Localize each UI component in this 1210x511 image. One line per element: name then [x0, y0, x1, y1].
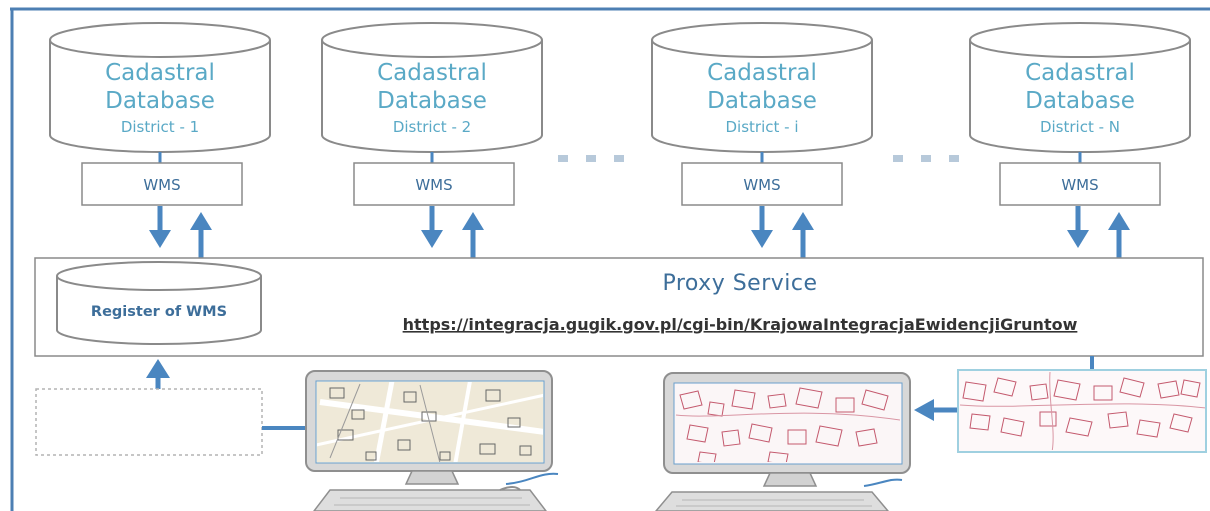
proxy-service-title: Proxy Service	[662, 271, 817, 296]
database-title-line2: Database	[105, 88, 215, 114]
computer-right	[655, 372, 911, 511]
proxy-service-url[interactable]: https://integracja.gugik.gov.pl/cgi-bin/…	[403, 315, 1078, 334]
arrow-up-icon	[1108, 212, 1130, 258]
wms-box	[353, 162, 515, 206]
database-column-1: Cadastral Database District - 1 WMS	[49, 22, 271, 258]
database-title-line2: Database	[377, 88, 487, 114]
database-title-line1: Cadastral	[377, 60, 487, 86]
map-parcels-icon	[675, 384, 900, 462]
wms-label: WMS	[415, 176, 452, 194]
map-parcels-icon	[317, 382, 543, 462]
dashed-placeholder-box	[35, 388, 263, 456]
cable-line	[863, 478, 903, 487]
wms-box	[81, 162, 243, 206]
database-column-2: Cadastral Database District - 2 WMS	[321, 22, 543, 258]
arrow-down-icon	[421, 206, 443, 248]
mouse-icon	[499, 486, 521, 491]
ellipsis-dots	[893, 155, 959, 162]
monitor-icon	[663, 372, 911, 474]
register-of-wms: Register of WMS	[56, 261, 262, 345]
cable-line	[505, 472, 559, 485]
wms-label: WMS	[1061, 176, 1098, 194]
monitor-stand	[404, 470, 460, 485]
arrow-down-icon	[149, 206, 171, 248]
database-title-line1: Cadastral	[707, 60, 817, 86]
register-of-wms-label: Register of WMS	[91, 304, 227, 320]
database-district-label: District - N	[1040, 118, 1120, 136]
arrow-up-icon	[792, 212, 814, 258]
wms-box	[999, 162, 1161, 206]
arrow-up-icon	[462, 212, 484, 258]
database-district-label: District - i	[726, 118, 799, 136]
arrow-up-icon	[146, 359, 170, 389]
database-title-line2: Database	[707, 88, 817, 114]
map-parcels-icon	[960, 372, 1205, 450]
ellipsis-dots	[558, 155, 624, 162]
arrow-down-icon	[1067, 206, 1089, 248]
database-icon	[49, 22, 271, 153]
arrow-up-icon	[190, 212, 212, 258]
monitor-stand	[762, 472, 818, 487]
monitor-icon	[305, 370, 553, 472]
wms-label: WMS	[143, 176, 180, 194]
arrow-down-icon	[751, 206, 773, 248]
wms-box	[681, 162, 843, 206]
computer-left	[305, 370, 559, 511]
arrow-left-icon	[914, 399, 960, 421]
database-column-n: Cadastral Database District - N WMS	[969, 22, 1191, 258]
database-column-i: Cadastral Database District - i WMS	[651, 22, 873, 258]
database-title-line1: Cadastral	[1025, 60, 1135, 86]
database-icon	[969, 22, 1191, 153]
database-icon	[321, 22, 543, 153]
wms-label: WMS	[743, 176, 780, 194]
keyboard-icon	[655, 491, 889, 511]
map-tile	[957, 369, 1207, 453]
database-title-line1: Cadastral	[105, 60, 215, 86]
database-title-line2: Database	[1025, 88, 1135, 114]
database-icon	[651, 22, 873, 153]
database-district-label: District - 1	[121, 118, 199, 136]
keyboard-icon	[313, 489, 547, 511]
database-district-label: District - 2	[393, 118, 471, 136]
database-icon	[56, 261, 262, 345]
